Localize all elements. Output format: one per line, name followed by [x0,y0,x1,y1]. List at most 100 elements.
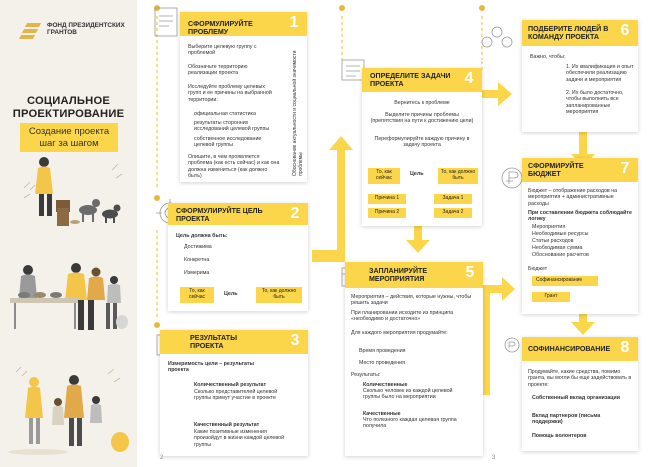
step-5-text-3: Для каждого мероприятия продумайте: [351,330,448,336]
step-7-text-2: При составлении бюджета соблюдайте логик… [528,210,632,223]
step-4-now-pill: То, как сейчас [368,168,400,184]
step-4-task-2: Задача 2 [434,208,472,218]
step-4-task-1: Задача 1 [434,194,472,204]
step-4-title: ОПРЕДЕЛИТЕ ЗАДАЧИ ПРОЕКТА [370,72,451,89]
step-7-header [522,158,638,182]
step-2-header [168,203,308,225]
step-8-bullet-1: Собственный вклад организации [532,395,621,401]
step-3-quant-desc: Сколько представителей целевой группы пр… [194,389,278,402]
step-2-card: СФОРМУЛИРУЙТЕ ЦЕЛЬ ПРОЕКТА 2 Цель должна… [168,203,308,311]
step-7-grant-pill: Грант [532,292,570,302]
logo-mark-icon [18,22,42,42]
step-6-text-1: Важно, чтобы: [530,54,566,60]
step-5-qual-label: Качественные [363,411,401,417]
step-5-qual-desc: Что полезного каждая целевая группа полу… [363,417,457,430]
step-1-header [180,12,307,36]
page-number-right: 3 [492,455,496,461]
step-5-text-1: Мероприятия – действия, которые нужны, ч… [351,294,472,307]
page-number-left: 2 [160,455,164,461]
step-5-bullet-1: Время проведения [359,348,406,354]
step-4-text-3: Переформулируйте каждую причину в задачу… [374,136,470,149]
step-4-cause-1: Причина 1 [368,194,406,204]
step-6-header [522,20,638,46]
step-1-card: СФОРМУЛИРУЙТЕ ПРОБЛЕМУ 1 Выберите целеву… [180,12,307,182]
step-3-quant-label: Количественный результат [194,382,267,388]
step-3-number: 3 [290,332,300,349]
step-3-header [160,330,308,354]
people-with-dogs-illustration [23,157,123,226]
step-4-text-2: Выделите причины проблемы (препятствия н… [370,112,474,125]
step-7-budget-label: Бюджет [528,266,548,272]
step-1-text-3: Исследуйте проблему целевых групп и ее п… [188,84,272,103]
left-panel: ФОНД ПРЕЗИДЕНТСКИХ ГРАНТОВ СОЦИАЛЬНОЕ ПР… [0,0,137,467]
step-2-should-pill: То, как должно быть [256,287,302,303]
step-3-title: РЕЗУЛЬТАТЫ ПРОЕКТА [190,334,238,351]
step-5-results-label: Результаты: [351,372,381,378]
step-1-bullet-2: результаты сторонних исследований целево… [194,120,270,133]
step-5-header [345,262,483,288]
step-2-text-1: Цель должна быть: [176,233,228,239]
page-title: СОЦИАЛЬНОЕ ПРОЕКТИРОВАНИЕ [12,95,125,120]
step-3-qual-desc: Какие позитивные изменения произойдут в … [194,429,285,448]
step-5-quant-desc: Сколько человек из каждой целевой группы… [363,388,453,401]
step-8-card: СОФИНАНСИРОВАНИЕ 8 Продумайте, какие сре… [522,337,638,451]
logo-text: ФОНД ПРЕЗИДЕНТСКИХ ГРАНТОВ [47,22,125,37]
step-5-bullet-2: Место проведения [359,360,405,366]
step-4-text-1: Вернитесь к проблеме [394,100,450,106]
step-7-bullet-1: Мероприятия [532,224,566,230]
step-2-title: СФОРМУЛИРУЙТЕ ЦЕЛЬ ПРОЕКТА [176,207,263,224]
step-4-goal-label: Цель [410,171,424,177]
step-5-text-2: При планировании исходите из принципа «н… [351,310,454,323]
step-2-now-pill: То, как сейчас [180,287,214,303]
step-1-title: СФОРМУЛИРУЙТЕ ПРОБЛЕМУ [188,20,253,37]
step-5-quant-label: Количественные [363,382,408,388]
step-5-title: ЗАПЛАНИРУЙТЕ МЕРОПРИЯТИЯ [369,267,428,284]
step-7-cofinancing-pill: Софинансирование [532,276,598,286]
logo: ФОНД ПРЕЗИДЕНТСКИХ ГРАНТОВ [18,22,127,42]
family-illustration [8,366,129,455]
step-3-qual-label: Качественный результат [194,422,260,428]
step-8-text-1: Продумайте, какие средства, помимо грант… [528,369,632,388]
step-3-card: РЕЗУЛЬТАТЫ ПРОЕКТА 3 Измеримость цели – … [160,330,308,456]
step-5-number: 5 [465,264,475,281]
step-4-number: 4 [464,70,474,87]
step-6-number: 6 [620,22,630,39]
step-6-point-1: 1. Их квалификация и опыт обеспечили реа… [566,64,634,83]
step-5-card: ЗАПЛАНИРУЙТЕ МЕРОПРИЯТИЯ 5 Мероприятия –… [345,262,483,456]
step-6-card: ПОДБЕРИТЕ ЛЮДЕЙ В КОМАНДУ ПРОЕКТА 6 Важн… [522,20,638,132]
step-1-text-4: Опишите, в чем проявляется проблема (как… [188,154,280,179]
step-1-bullet-1: официальная статистика [194,111,256,117]
step-7-bullet-2: Необходимые ресурсы [532,231,589,237]
step-2-bullet-3: Измерима [184,270,210,276]
page-subtitle: Создание проекта шаг за шагом [20,123,118,152]
step-4-should-pill: То, как должно быть [438,168,478,184]
step-7-title: СФОРМИРУЙТЕ БЮДЖЕТ [528,162,584,179]
step-6-title: ПОДБЕРИТЕ ЛЮДЕЙ В КОМАНДУ ПРОЕКТА [528,25,609,42]
step-2-bullet-2: Конкретна [184,257,210,263]
step-8-bullet-3: Помощь волонтеров [532,433,587,439]
step-2-bullet-1: Достижима [184,244,212,250]
step-4-cause-2: Причина 2 [368,208,406,218]
step-8-bullet-2: Вклад партнеров (письма поддержки) [532,413,601,426]
step-7-text-1: Бюджет – отображение расходов на меропри… [528,188,618,207]
step-1-number: 1 [289,14,299,31]
volunteers-table-illustration [10,263,128,330]
step-3-text-1: Измеримость цели – результаты проекта [168,361,255,374]
step-2-goal-label: Цель [224,291,238,297]
step-1-side-note: Обоснование актуальности и социальной зн… [292,50,305,176]
step-8-number: 8 [620,339,630,356]
step-8-title: СОФИНАНСИРОВАНИЕ [528,345,611,353]
step-2-number: 2 [290,205,300,222]
step-1-bullet-3: собственное исследование целевой группы [194,136,262,149]
step-8-header [522,337,638,361]
step-7-bullet-5: Обоснование расчетов [532,252,589,258]
step-4-header [362,68,482,92]
step-1-text-1: Выберите целевую группу с проблемой [188,44,257,57]
step-7-bullet-3: Статьи расходов [532,238,574,244]
step-7-number: 7 [620,160,630,177]
step-1-text-2: Обозначьте территорию реализации проекта [188,64,248,77]
step-4-card: ОПРЕДЕЛИТЕ ЗАДАЧИ ПРОЕКТА 4 Вернитесь к … [362,68,482,226]
step-7-card: СФОРМИРУЙТЕ БЮДЖЕТ 7 Бюджет – отображени… [522,158,638,314]
step-7-bullet-4: Необходимая сумма [532,245,583,251]
step-6-point-2: 2. Их было достаточно, чтобы выполнить в… [566,90,624,115]
